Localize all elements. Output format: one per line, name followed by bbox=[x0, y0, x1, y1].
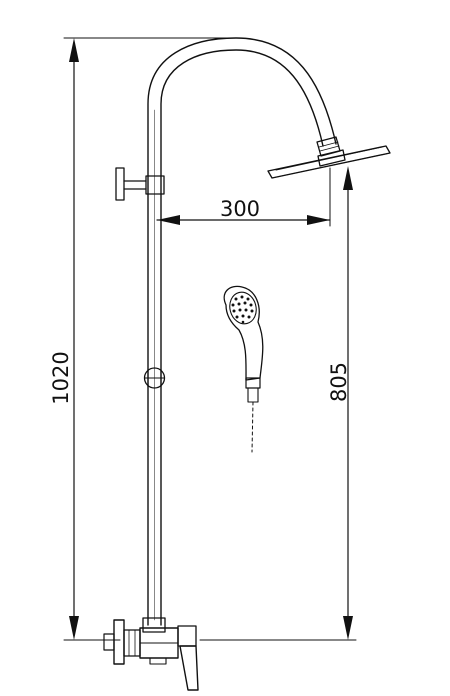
arrow-bottom-head bbox=[343, 616, 353, 640]
slide-bracket bbox=[115, 167, 165, 201]
dimension-label-total-height: 1020 bbox=[49, 351, 73, 404]
arrow-top-total bbox=[69, 38, 79, 62]
dimension-label-head-height: 805 bbox=[327, 362, 351, 402]
dimension-head-height: 805 bbox=[199, 166, 357, 641]
mixer-valve bbox=[103, 617, 199, 691]
spray-nozzles bbox=[231, 295, 254, 324]
dimension-total-height: 1020 bbox=[49, 37, 237, 641]
dimension-overhead-reach: 300 bbox=[156, 167, 331, 227]
arrow-left-reach bbox=[157, 215, 180, 225]
arrow-bottom-total bbox=[69, 616, 79, 640]
hand-shower bbox=[223, 285, 264, 453]
overhead-shower-head bbox=[267, 136, 391, 179]
riser-pipe bbox=[147, 37, 337, 626]
pipe-clamp bbox=[143, 367, 166, 389]
arrow-top-head bbox=[343, 166, 353, 190]
dimension-label-overhead-reach: 300 bbox=[220, 197, 260, 221]
arrow-right-reach bbox=[307, 215, 330, 225]
